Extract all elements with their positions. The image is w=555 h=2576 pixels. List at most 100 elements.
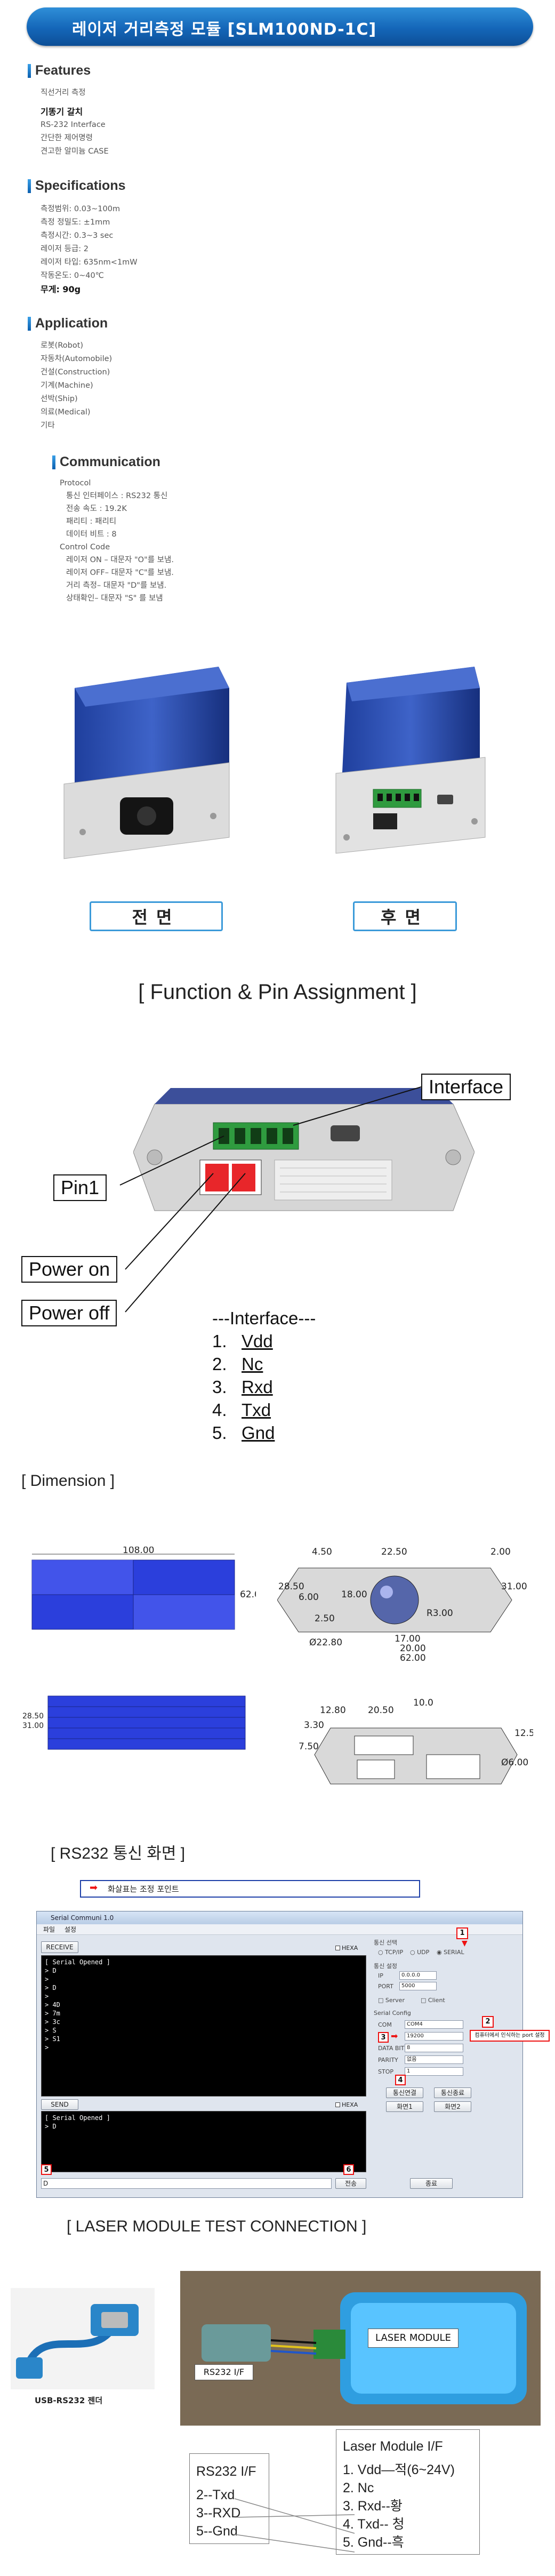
- arrow-right-icon: ➡: [391, 2031, 398, 2041]
- com-label: COM: [378, 2021, 392, 2028]
- comm-line: Control Code: [60, 543, 110, 551]
- comm-select-label: 통신 선택: [374, 1939, 397, 1946]
- dim-label: 31.00: [501, 1581, 527, 1592]
- send-label-button[interactable]: SEND: [41, 2099, 78, 2110]
- stopbit-select[interactable]: 1: [405, 2067, 463, 2076]
- pin-row: 4. Txd: [212, 1400, 271, 1420]
- clear-screen2-button[interactable]: 화면2: [434, 2101, 471, 2112]
- dim-label: 2.00: [490, 1547, 511, 1557]
- com-select[interactable]: COM4: [405, 2020, 463, 2029]
- dim-label: 20.50: [368, 1705, 394, 1716]
- front-view-lens: [370, 1575, 419, 1625]
- clear-screen1-button[interactable]: 화면1: [386, 2101, 423, 2112]
- baud-select[interactable]: 19200: [405, 2032, 463, 2041]
- send-panel: [ Serial Opened ] > D: [41, 2111, 366, 2172]
- application-line: 의료(Medical): [41, 408, 91, 417]
- screw-icon: [210, 813, 216, 819]
- pin-row: 1. Vdd: [212, 1331, 273, 1351]
- serial-config-label: Serial Config: [374, 2010, 411, 2017]
- marker-6: 6: [343, 2164, 354, 2175]
- arrow-icon: ➡: [90, 1882, 98, 1893]
- dim-label: Ø6.00: [501, 1757, 528, 1768]
- receive-button[interactable]: RECEIVE: [41, 1941, 78, 1953]
- dim-label: 62.00: [400, 1653, 426, 1663]
- rear-photo: [335, 667, 486, 854]
- application-line: 건설(Construction): [41, 368, 110, 377]
- server-checkbox[interactable]: □ Server: [378, 1997, 405, 2004]
- laser-pin: 1. Vdd—적(6~24V): [343, 2462, 455, 2477]
- rs232-pin: 3--RXD: [196, 2506, 241, 2521]
- features-title: Features: [35, 63, 91, 78]
- parity-select[interactable]: 없음: [405, 2055, 463, 2064]
- application-line: 자동차(Automobile): [41, 355, 112, 363]
- menu-settings[interactable]: 설정: [64, 1926, 77, 1933]
- features-line: 견고한 알미늄 CASE: [41, 147, 109, 156]
- client-checkbox[interactable]: □ Client: [421, 1997, 445, 2004]
- pin-row: 2. Nc: [212, 1354, 263, 1374]
- parity-label: PARITY: [378, 2057, 398, 2063]
- spec-line: 레이저 타입: 635nm<1mW: [41, 258, 138, 267]
- application-list: 로봇(Robot) 자동차(Automobile) 건설(Constructio…: [41, 339, 112, 433]
- callout-power-on: Power on: [21, 1256, 118, 1283]
- receive-line: > S: [45, 2027, 57, 2034]
- databit-select[interactable]: 8: [405, 2044, 463, 2052]
- dim-label: 18.00: [341, 1589, 367, 1600]
- menu-file[interactable]: 파일: [43, 1926, 55, 1933]
- dim-label: 17.00: [395, 1634, 421, 1644]
- application-title: Application: [35, 316, 108, 331]
- port-field[interactable]: 5000: [399, 1982, 437, 1990]
- port-label: PORT: [378, 1983, 393, 1990]
- send-button[interactable]: 전송: [335, 2178, 366, 2189]
- receive-line: > 7m: [45, 2010, 60, 2017]
- connection-photo: [180, 2271, 541, 2426]
- net-config-label: 통신 설정: [374, 1963, 397, 1970]
- connect-button[interactable]: 통신연결: [386, 2087, 423, 2098]
- module-top: [75, 667, 229, 707]
- marker-5: 5: [41, 2164, 52, 2175]
- communication-list: Protocol 통신 인터페이스 : RS232 통신 전송 속도 : 19.…: [60, 477, 174, 605]
- send-hexa-checkbox[interactable]: HEXA: [335, 2101, 358, 2108]
- application-line: 로봇(Robot): [41, 341, 84, 350]
- front-view-drawing: 4.50 22.50 2.00 28.50 6.00 18.00 R3.00 3…: [277, 1547, 527, 1663]
- power-switch: [373, 813, 397, 829]
- communication-title: Communication: [60, 454, 160, 469]
- dimension-title: [ Dimension ]: [21, 1472, 115, 1490]
- menu-bar: 파일 설정: [37, 1924, 522, 1935]
- heading-bar: [28, 179, 31, 193]
- screw-icon: [147, 1149, 163, 1165]
- dim-label: 28.50: [278, 1581, 304, 1592]
- marker-3: 3: [378, 2032, 389, 2043]
- dim-label: 10.0: [413, 1698, 433, 1708]
- pin-assignment-title: [ Function & Pin Assignment ]: [138, 980, 417, 1004]
- ip-field[interactable]: 0.0.0.0: [399, 1971, 437, 1980]
- heading-bar: [28, 316, 31, 331]
- callout-interface: Interface: [421, 1074, 511, 1100]
- receive-hexa-checkbox[interactable]: HEXA: [335, 1945, 358, 1951]
- receive-line: [ Serial Opened ]: [45, 1958, 110, 1966]
- disconnect-button[interactable]: 통신종료: [434, 2087, 471, 2098]
- interface-heading: ---Interface---: [212, 1308, 316, 1328]
- dim-label: 31.00: [22, 1722, 44, 1730]
- comm-line: 전송 속도 : 19.2K: [66, 505, 127, 513]
- command-input[interactable]: D: [41, 2178, 332, 2189]
- radio-serial[interactable]: ◉ SERIAL: [437, 1949, 464, 1956]
- exit-button[interactable]: 종료: [410, 2178, 453, 2189]
- dim-label: R3.00: [427, 1608, 453, 1619]
- spec-line: 측정범위: 0.03~100m: [41, 205, 120, 213]
- dim-label: 7.50: [299, 1741, 319, 1752]
- application-line: 기계(Machine): [41, 381, 93, 390]
- receive-line: >: [45, 1993, 49, 2000]
- radio-tcp[interactable]: ○ TCP/IP: [378, 1949, 404, 1956]
- receive-line: > S1: [45, 2035, 60, 2043]
- application-line: 선박(Ship): [41, 395, 78, 403]
- callout-power-off: Power off: [21, 1300, 117, 1326]
- dim-label: Ø22.80: [309, 1637, 342, 1648]
- features-line: RS-232 Interface: [41, 121, 106, 129]
- radio-udp[interactable]: ○ UDP: [410, 1949, 430, 1956]
- laser-pin-box: Laser Module I/F 1. Vdd—적(6~24V) 2. Nc 3…: [336, 2429, 480, 2555]
- callout-pin1: Pin1: [53, 1174, 107, 1201]
- application-line: 기타: [41, 421, 55, 430]
- send-line: > D: [45, 2123, 57, 2130]
- front-caption: 전면: [90, 901, 223, 931]
- rs232-connector-photo: [202, 2324, 271, 2362]
